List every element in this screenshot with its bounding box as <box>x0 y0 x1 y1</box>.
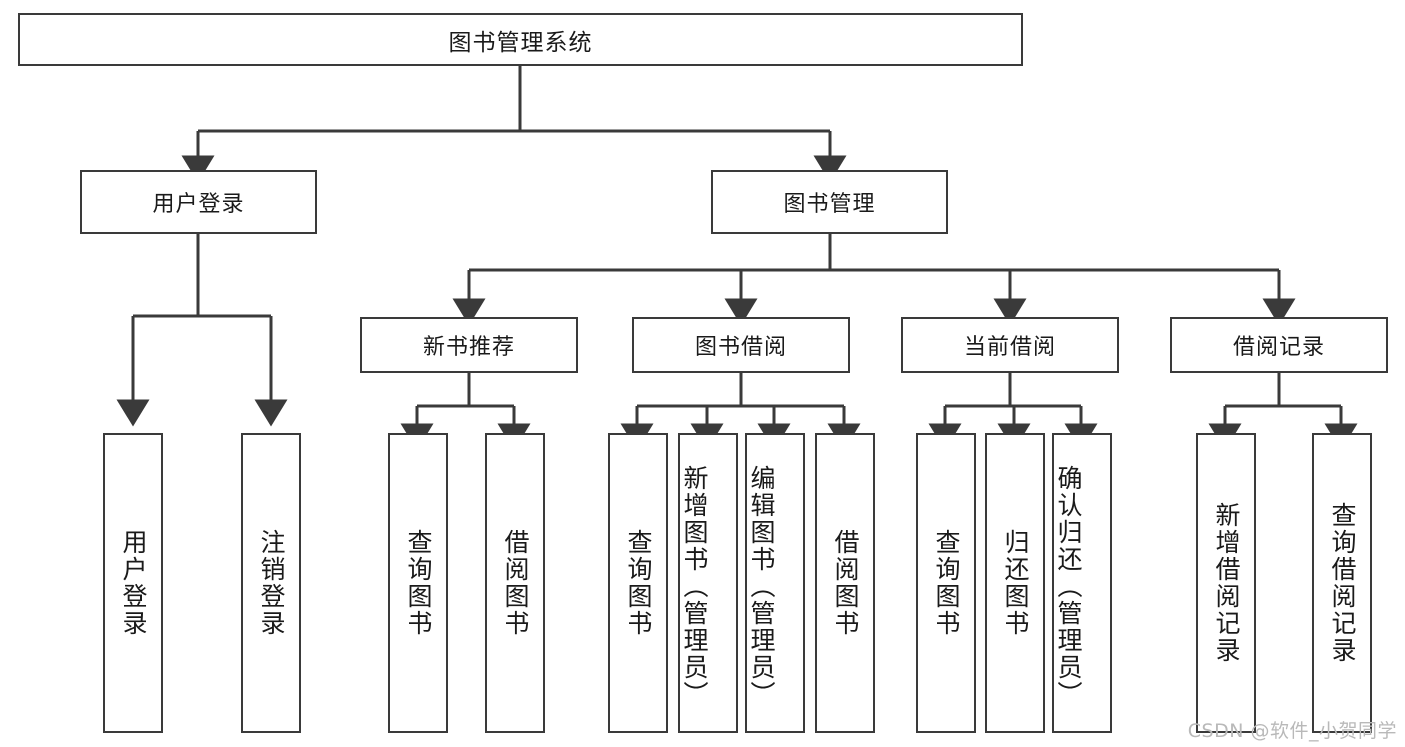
node-label: 新书推荐 <box>422 335 515 360</box>
node-label: 用户登录 <box>119 529 148 637</box>
node-label: 注销登录 <box>257 529 286 637</box>
node-label: 借阅记录 <box>1232 335 1325 360</box>
node-leaf-query-book-2[interactable]: 查询图书 <box>608 433 668 733</box>
node-leaf-add-record[interactable]: 新增借阅记录 <box>1196 433 1256 733</box>
node-label: 查询借阅记录 <box>1328 502 1357 664</box>
watermark-text: CSDN @软件_小贺同学 <box>1187 720 1397 742</box>
node-label: 用户登录 <box>152 192 245 217</box>
node-label: 编辑图书（管理员） <box>747 464 776 708</box>
node-label: 归还图书 <box>1001 529 1030 637</box>
node-label: 图书管理系统 <box>448 29 593 56</box>
node-leaf-confirm-return[interactable]: 确认归还（管理员） <box>1052 433 1112 733</box>
node-leaf-edit-book[interactable]: 编辑图书（管理员） <box>745 433 805 733</box>
node-label: 查询图书 <box>932 529 961 637</box>
node-leaf-query-record[interactable]: 查询借阅记录 <box>1312 433 1372 733</box>
node-root-system[interactable]: 图书管理系统 <box>18 13 1023 66</box>
node-leaf-return-book[interactable]: 归还图书 <box>985 433 1045 733</box>
node-borrow-record[interactable]: 借阅记录 <box>1170 317 1388 373</box>
node-label: 当前借阅 <box>963 335 1056 360</box>
node-label: 借阅图书 <box>501 529 530 637</box>
node-label: 确认归还（管理员） <box>1054 464 1083 708</box>
node-leaf-user-logout[interactable]: 注销登录 <box>241 433 301 733</box>
node-leaf-borrow-book-2[interactable]: 借阅图书 <box>815 433 875 733</box>
node-current-borrow[interactable]: 当前借阅 <box>901 317 1119 373</box>
node-leaf-borrow-book-1[interactable]: 借阅图书 <box>485 433 545 733</box>
node-label: 图书借阅 <box>694 335 787 360</box>
node-leaf-query-book-1[interactable]: 查询图书 <box>388 433 448 733</box>
node-new-book-recommend[interactable]: 新书推荐 <box>360 317 578 373</box>
node-book-management[interactable]: 图书管理 <box>711 170 948 234</box>
node-leaf-query-book-3[interactable]: 查询图书 <box>916 433 976 733</box>
node-label: 借阅图书 <box>831 529 860 637</box>
node-label: 新增图书（管理员） <box>680 464 709 708</box>
node-book-borrow[interactable]: 图书借阅 <box>632 317 850 373</box>
node-label: 图书管理 <box>783 192 876 217</box>
node-label: 新增借阅记录 <box>1212 502 1241 664</box>
node-user-login[interactable]: 用户登录 <box>80 170 317 234</box>
node-label: 查询图书 <box>624 529 653 637</box>
node-label: 查询图书 <box>404 529 433 637</box>
node-leaf-add-book[interactable]: 新增图书（管理员） <box>678 433 738 733</box>
node-leaf-user-login[interactable]: 用户登录 <box>103 433 163 733</box>
